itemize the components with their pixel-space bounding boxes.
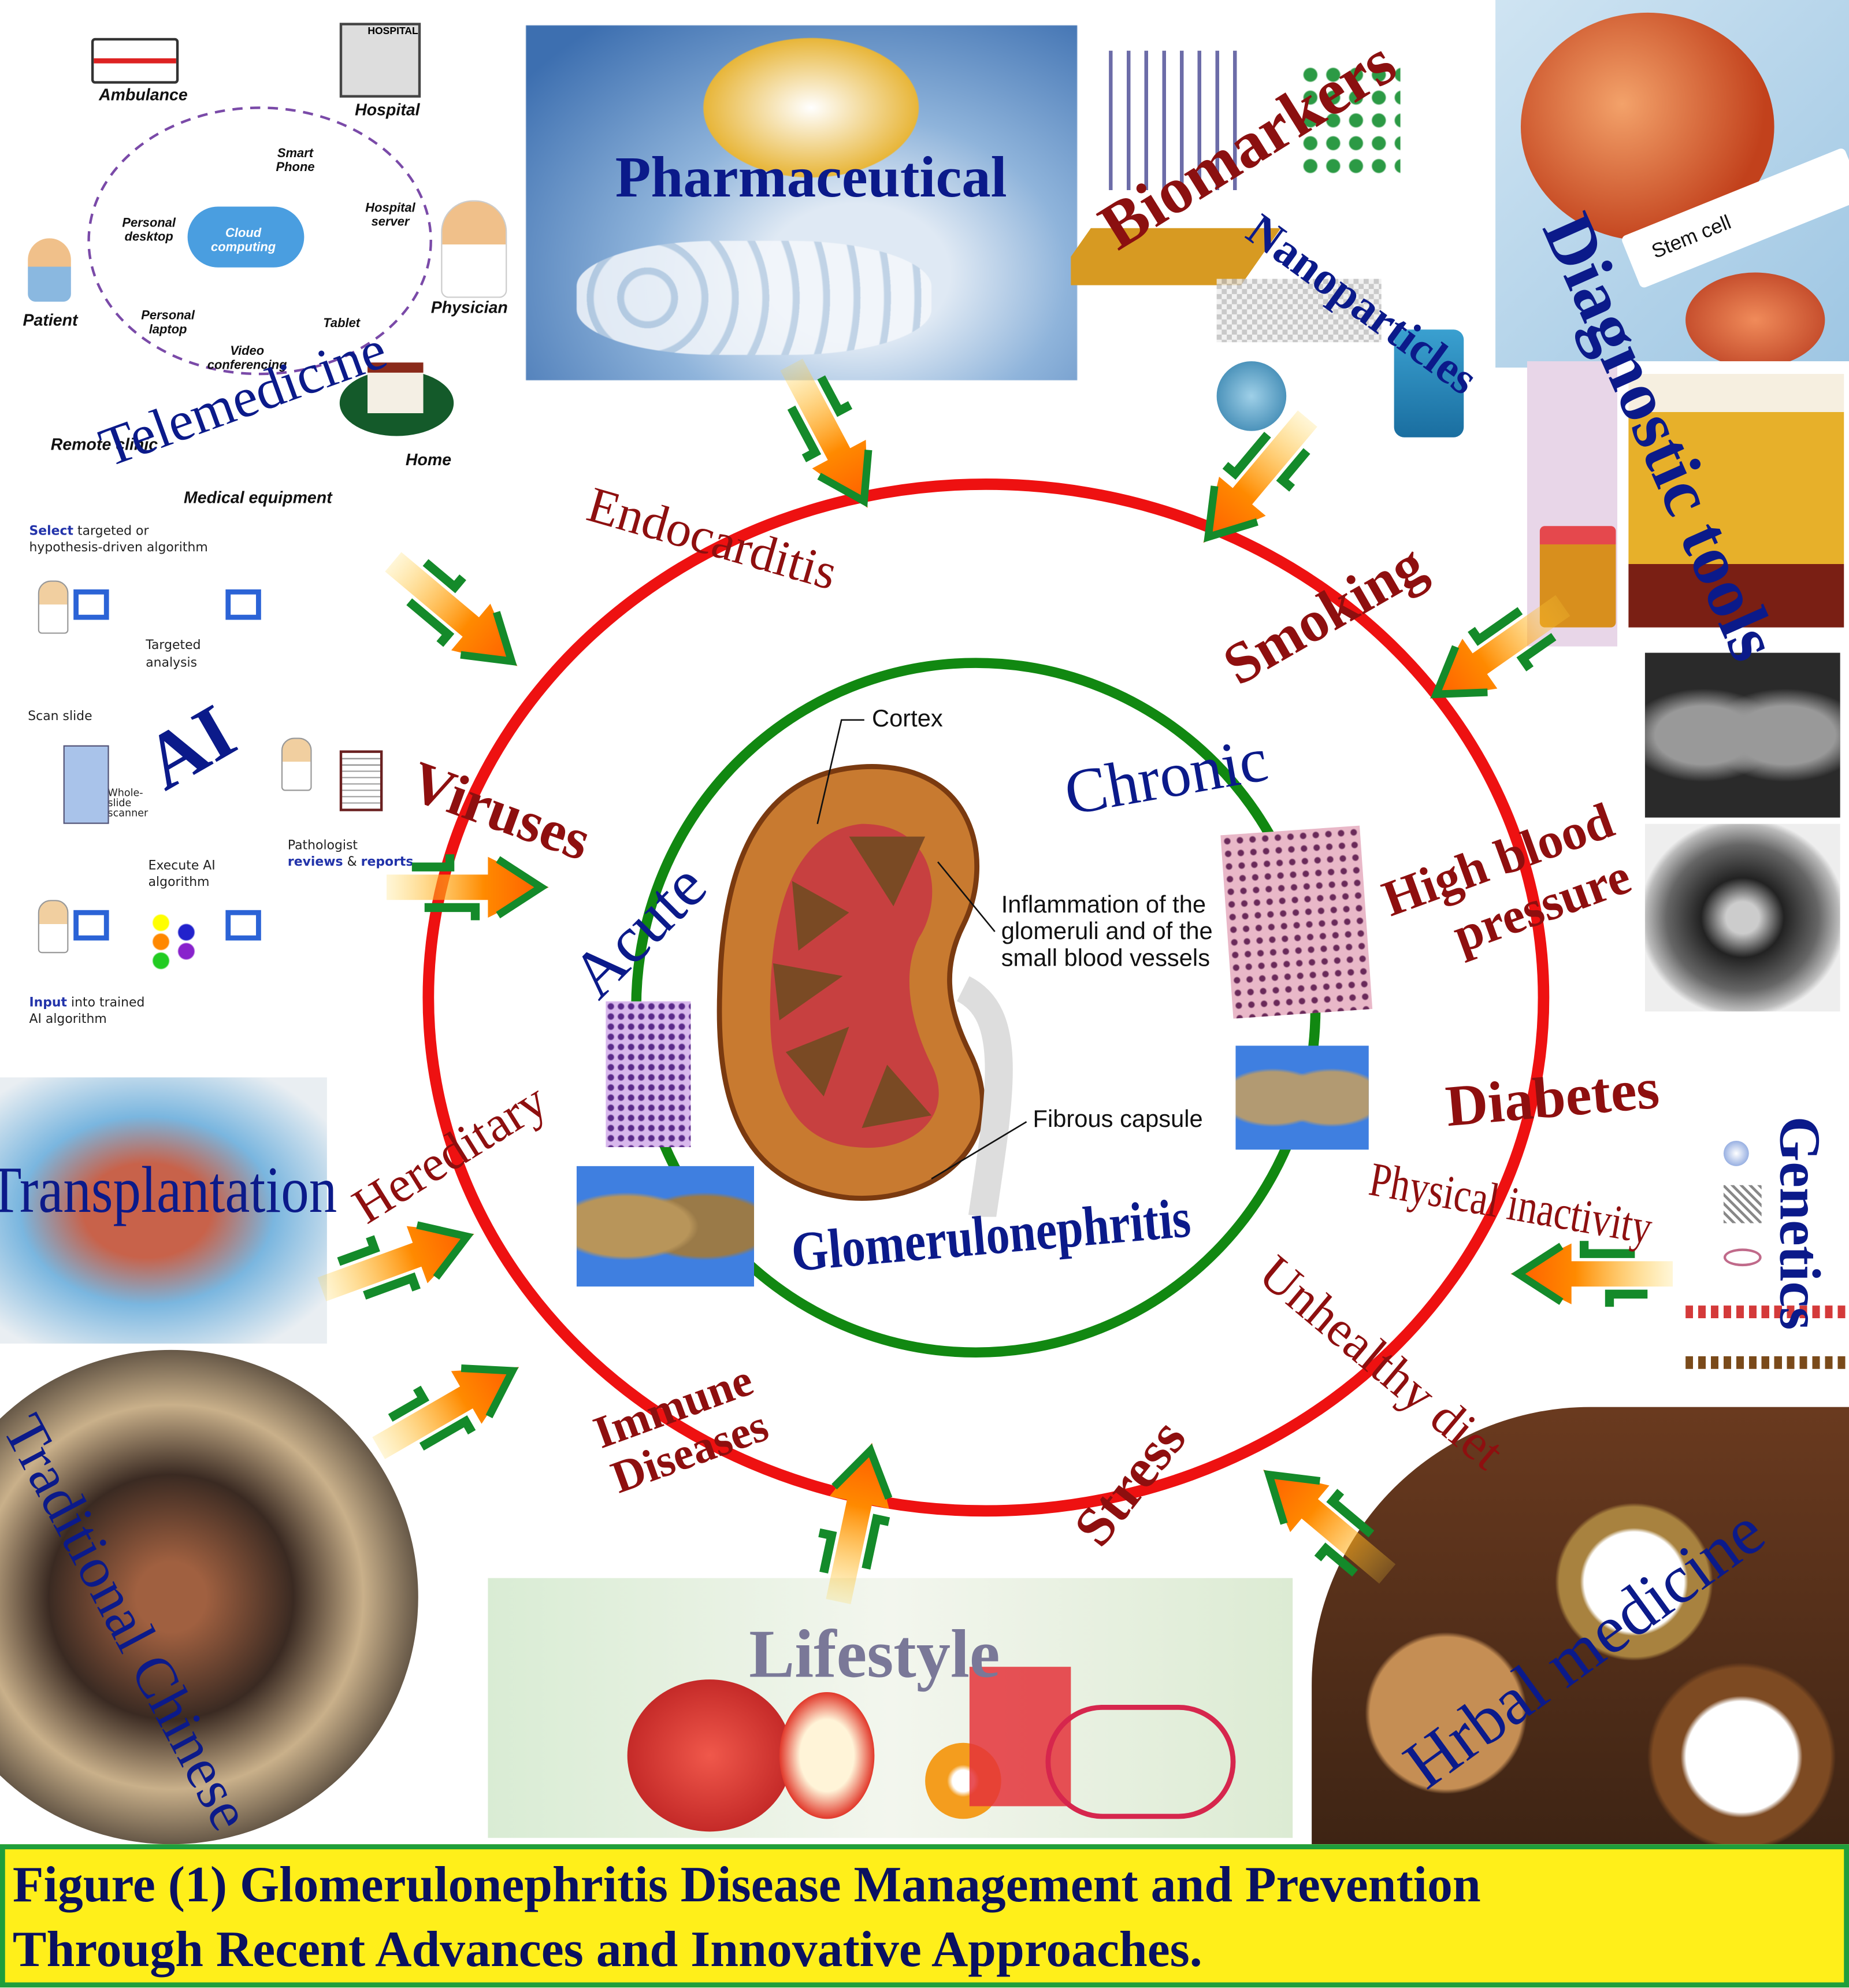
outer-risk-factor-ring — [422, 478, 1550, 1517]
acute-kidney-specimen-image — [576, 1166, 755, 1287]
medical-equipment-label: Medical equipment — [184, 488, 332, 507]
hospital-server-label: Hospital server — [365, 201, 415, 229]
fibrous-capsule-label: Fibrous capsule — [1033, 1106, 1203, 1133]
hospital-label: Hospital — [355, 100, 420, 120]
computer-icon — [73, 589, 109, 620]
kidney-illustration — [716, 764, 1013, 1217]
cortex-label: Cortex — [871, 706, 943, 733]
pathologist-icon — [281, 737, 312, 791]
neural-network-icon — [148, 910, 199, 974]
inflammation-line1: Inflammation of the — [1001, 892, 1206, 919]
diagnostic-slides-tubes-image — [1527, 361, 1849, 647]
pathologist-icon — [38, 580, 69, 634]
select-keyword: Select — [29, 525, 74, 539]
physician-label: Physician — [430, 298, 508, 317]
select-line2: hypothesis-driven algorithm — [29, 540, 208, 555]
traditional-chinese-medicine-photo — [0, 1349, 418, 1845]
physician-icon — [441, 200, 507, 298]
stem-cell-image — [1495, 0, 1849, 368]
inward-arrow-icon — [804, 1433, 907, 1609]
nanoparticles-image — [1216, 279, 1471, 444]
smart-phone-label: Smart Phone — [276, 147, 315, 175]
patient-label: Patient — [23, 310, 78, 330]
inward-arrow-icon — [1175, 396, 1335, 568]
reviews-word: reviews — [287, 855, 343, 869]
input-rest: into trained — [67, 996, 145, 1011]
tablet-label: Tablet — [323, 317, 361, 331]
targeted-label: Targeted — [146, 639, 201, 653]
pathologist-icon — [38, 900, 69, 954]
inward-arrow-icon — [361, 1335, 539, 1479]
acute-histology-image — [606, 1001, 691, 1147]
personal-laptop-label: Personal laptop — [141, 309, 195, 337]
lifestyle-photo — [488, 1578, 1293, 1838]
lifestyle-label: Lifestyle — [749, 1616, 1000, 1693]
renal-pyramids — [773, 836, 932, 1129]
inflammation-label: Inflammation of the glomeruli and of the… — [1001, 892, 1213, 973]
pharmaceutical-label: Pharmaceutical — [615, 144, 1007, 209]
execute-line2: algorithm — [148, 875, 210, 889]
home-icon — [339, 362, 454, 436]
select-rest: targeted or — [73, 525, 149, 539]
inward-arrow-icon — [1508, 1238, 1673, 1310]
home-label: Home — [405, 450, 452, 469]
transplantation-label: Transplantation — [0, 1155, 337, 1227]
ambulance-icon — [91, 38, 179, 84]
slide-scanner-icon — [63, 745, 109, 824]
reports-word: reports — [361, 855, 414, 869]
inward-arrow-icon — [370, 535, 542, 695]
patient-icon — [28, 238, 71, 302]
input-line2: AI algorithm — [29, 1012, 107, 1026]
inflammation-line3: small blood vessels — [1001, 945, 1211, 972]
inward-arrow-icon — [386, 852, 551, 923]
computer-icon — [73, 910, 109, 941]
inward-arrow-icon — [1408, 576, 1583, 729]
figure-caption: Figure (1) Glomerulonephritis Disease Ma… — [0, 1844, 1849, 1988]
pathologist-line1: Pathologist — [287, 839, 358, 854]
inflammation-line2: glomeruli and of the — [1001, 918, 1213, 945]
ureter — [956, 976, 1013, 1217]
amp: & — [343, 855, 361, 869]
pharmaceutical-pills-photo — [526, 25, 1078, 380]
inward-arrow-icon — [310, 1200, 489, 1323]
chronic-kidney-specimen-image — [1235, 1045, 1369, 1150]
analysis-label: analysis — [146, 657, 198, 671]
execute-line1: Execute AI — [148, 859, 216, 874]
personal-desktop-label: Personal desktop — [122, 217, 176, 244]
computer-icon — [225, 910, 261, 941]
biomarkers-image — [1071, 38, 1413, 292]
scan-slide-label: Scan slide — [28, 710, 92, 724]
computer-icon — [225, 589, 261, 620]
transplantation-photo — [0, 1077, 327, 1344]
hospital-building-icon: HOSPITAL — [339, 23, 421, 98]
caption-line1: Figure (1) Glomerulonephritis Disease Ma… — [12, 1855, 1481, 1913]
caption-line2: Through Recent Advances and Innovative A… — [12, 1920, 1202, 1978]
cloud-computing-icon — [187, 206, 305, 268]
ambulance-label: Ambulance — [99, 84, 188, 104]
inward-arrow-icon — [760, 348, 900, 526]
genetics-image — [1685, 1128, 1849, 1382]
cloud-computing-label: Cloud computing — [211, 227, 276, 254]
inward-arrow-icon — [1238, 1441, 1410, 1601]
telemedicine-network-ring — [87, 106, 432, 376]
scanner-label: Whole-slide scanner — [107, 787, 148, 819]
ct-scan-image — [1644, 824, 1840, 1012]
genetics-label: Genetics — [1768, 1116, 1833, 1330]
input-keyword: Input — [29, 996, 68, 1011]
video-conferencing-label: Video conferencing — [207, 344, 287, 372]
report-clipboard-icon — [339, 750, 383, 811]
chest-xray-image — [1644, 652, 1840, 818]
remote-clinic-label: Remote clinic — [50, 435, 158, 454]
